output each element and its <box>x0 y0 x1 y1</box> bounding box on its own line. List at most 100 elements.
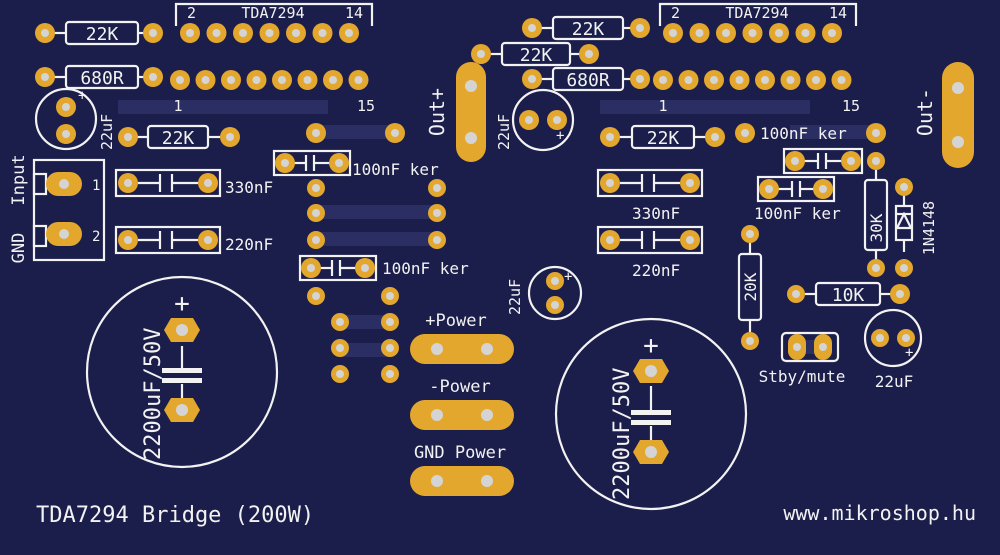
resistor-10k: 10K <box>787 281 910 307</box>
diode-1n4148: 1N4148 <box>894 178 938 277</box>
pads-misc-left <box>306 123 405 143</box>
label-22k-top-right-b: 22K <box>520 45 553 66</box>
label-1n4148: 1N4148 <box>920 201 938 255</box>
ic-left-name: TDA7294 <box>241 4 304 22</box>
ic-left-row-last: 15 <box>357 97 375 115</box>
label-100nf-left-b: 100nF ker <box>382 259 469 278</box>
ic-left-top-drill <box>186 29 194 37</box>
label-22uf-mid: 22uF <box>506 279 524 315</box>
label-22k-top-left: 22K <box>86 24 119 45</box>
label-330nf-right: 330nF <box>632 204 680 223</box>
plus-sign-right-top: + <box>556 128 564 144</box>
resistor-22k-left: 22K <box>118 124 240 150</box>
plus-sign: + <box>78 88 86 104</box>
plus-sign-right-bottom: + <box>905 345 913 361</box>
capacitor-330nf-left: 330nF <box>114 168 273 198</box>
ic-right-top-drill <box>748 29 757 37</box>
ic-right-bottom-drill <box>761 76 769 84</box>
resistor-30k: 30K <box>863 170 889 277</box>
capacitor-100nf-left-b: 100nF ker <box>298 254 469 282</box>
label-22k-right: 22K <box>647 128 680 149</box>
capacitor-330nf-right: 330nF <box>596 168 704 223</box>
output-plus-terminal: Out+ <box>425 62 486 162</box>
capacitor-100nf-right-a <box>782 147 885 175</box>
capacitor-2200uf-right: + 2200uF/50V <box>554 317 748 511</box>
label-22k-left: 22K <box>162 128 195 149</box>
ic-right-bottom-drill <box>786 76 795 84</box>
power-terminals: +Power -Power GND Power <box>410 311 514 496</box>
resistor-22k-top-right-a: 22K <box>522 15 650 41</box>
resistor-22k-right: 22K <box>600 124 725 150</box>
ic-left-top-drill <box>345 29 353 37</box>
out-plus-label: Out+ <box>425 88 449 136</box>
ic-left-bottom-drill <box>329 76 337 84</box>
plus-sign-mid: + <box>564 269 572 285</box>
gnd-power-label: GND Power <box>414 443 506 463</box>
capacitor-2200uf-left: + 2200uF/50V <box>85 275 279 469</box>
input-label: Input <box>9 154 29 205</box>
label-22uf-left: 22uF <box>98 114 116 150</box>
label-220nf-left: 220nF <box>225 235 273 254</box>
pads-misc-right <box>735 123 886 143</box>
ic-left-top-drill <box>318 29 327 37</box>
ic-right-top-drill <box>801 29 810 37</box>
capacitor-220nf-right: 220nF <box>596 225 704 280</box>
ic-left-top-drill <box>239 29 247 37</box>
capacitor-22uf-right-top: + 22uF <box>495 88 575 152</box>
ic-right-bottom-row: 1 15 <box>653 70 860 115</box>
ic-right-top-drill <box>775 29 783 37</box>
out-minus-label: Out- <box>913 88 937 136</box>
capacitor-100nf-right-b: 100nF ker <box>754 175 841 223</box>
label-680r-right: 680R <box>566 70 610 91</box>
ic-left-top-drill <box>212 29 221 37</box>
ic-left-bottom-row: 1 15 <box>170 70 375 115</box>
label-22uf-right-top: 22uF <box>495 114 513 150</box>
ic-left-top-drill <box>265 29 274 37</box>
ic-left-pin-first: 2 <box>187 4 196 22</box>
ic-left-bottom-drill <box>201 76 210 84</box>
label-30k: 30K <box>867 213 886 242</box>
ic-right-pin-first: 2 <box>671 4 680 22</box>
website-link[interactable]: www.mikroshop.hu <box>783 501 976 525</box>
ic-right-top-drill <box>669 29 677 37</box>
ic-right-bottom-drill <box>837 76 846 84</box>
label-2200uf-right: 2200uF/50V <box>610 368 635 500</box>
ic-left-bottom-drill <box>278 76 286 84</box>
label-2200uf-left: 2200uF/50V <box>141 328 166 460</box>
ic-left-bottom-drill <box>252 76 261 84</box>
stby-mute-label: Stby/mute <box>759 367 846 386</box>
ic-right-top-drill <box>695 29 704 37</box>
ic-right-pin-last: 14 <box>829 4 847 22</box>
input-pin-1: 1 <box>92 178 100 194</box>
label-10k: 10K <box>832 285 865 306</box>
gnd-input-label: GND <box>9 233 29 264</box>
resistor-680r-right: 680R <box>522 66 650 92</box>
capacitor-220nf-left: 220nF <box>114 225 273 255</box>
ic-left-top-drill <box>292 29 300 37</box>
minus-power-label: -Power <box>429 377 490 397</box>
capacitor-22uf-right-bottom: + 22uF <box>863 308 923 391</box>
label-22uf-right-bottom: 22uF <box>875 372 914 391</box>
plus-sign-2200-left: + <box>174 289 190 319</box>
resistor-20k: 20K <box>737 225 763 350</box>
label-22k-top-right-a: 22K <box>572 19 605 40</box>
pads-lower-left <box>307 287 399 383</box>
ic-left-pin-last: 14 <box>345 4 363 22</box>
label-100nf-left-a: 100nF ker <box>352 160 439 179</box>
plus-power-label: +Power <box>425 311 486 331</box>
stby-mute-jumper: Stby/mute <box>759 331 846 386</box>
label-680r-left: 680R <box>80 68 124 89</box>
resistor-22k-top-left: 22K <box>35 20 163 46</box>
board-title: TDA7294 Bridge (200W) <box>36 503 314 528</box>
ic-right-name: TDA7294 <box>725 4 788 22</box>
input-pin-2: 2 <box>92 229 100 245</box>
ic-right-row-first: 1 <box>658 97 667 115</box>
capacitor-100nf-left-a: 100nF ker <box>272 149 439 179</box>
ic-left-bottom-drill <box>354 76 363 84</box>
input-connector: 1 2 Input GND <box>9 154 106 264</box>
ic-right-row-last: 15 <box>842 97 860 115</box>
capacitor-22uf-mid: + 22uF <box>506 265 583 321</box>
ic-right-bottom-drill <box>659 76 667 84</box>
label-100nf-right-a: 100nF ker <box>760 124 847 143</box>
